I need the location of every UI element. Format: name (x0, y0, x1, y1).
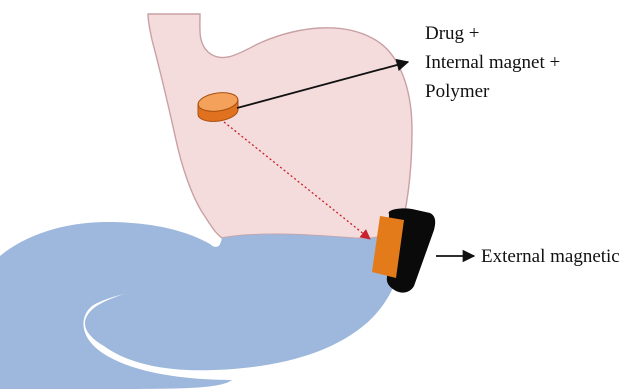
capsule-label-line-1: Drug + (425, 23, 480, 44)
capsule-label-line-3: Polymer (425, 81, 490, 102)
external-magnet-label: External magnetic (481, 246, 620, 267)
stomach-upper (148, 14, 412, 239)
capsule-label-line-2: Internal magnet + (425, 52, 560, 73)
